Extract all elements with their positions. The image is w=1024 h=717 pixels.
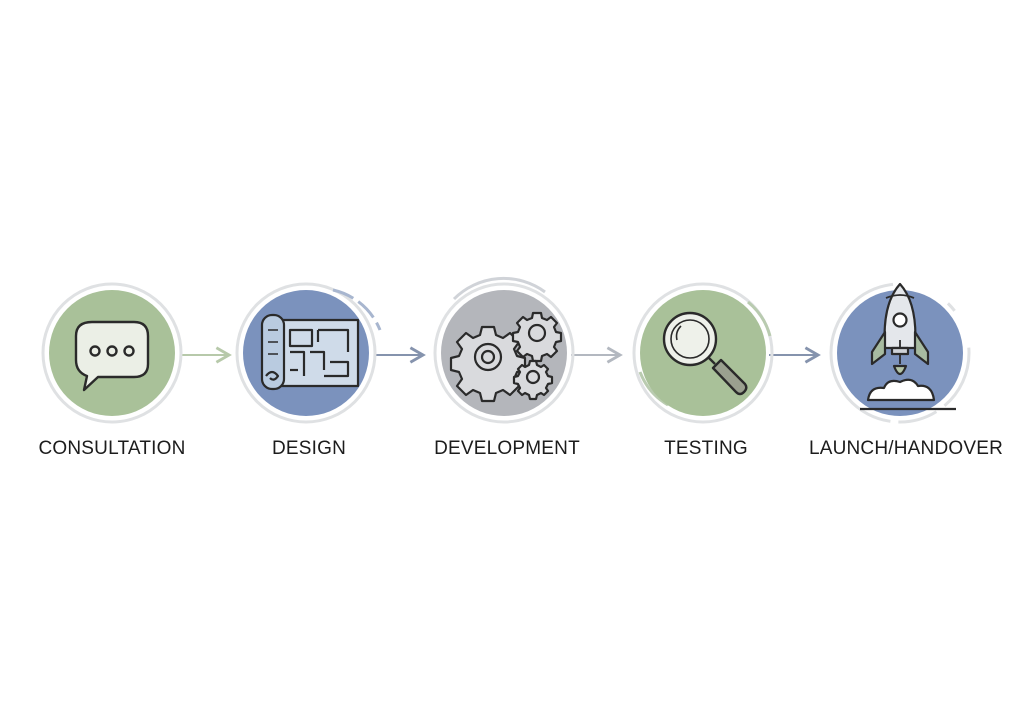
gears-icon bbox=[449, 311, 563, 403]
step-consultation bbox=[41, 282, 183, 424]
step-launch-handover bbox=[829, 282, 971, 424]
step-label-testing: TESTING bbox=[664, 438, 748, 459]
magnifier-icon bbox=[662, 311, 748, 396]
step-development bbox=[433, 276, 575, 424]
step-ring bbox=[41, 282, 183, 424]
ring-accent bbox=[452, 276, 546, 301]
ring-accent bbox=[332, 288, 382, 331]
step-label-design: DESIGN bbox=[271, 438, 347, 459]
step-ring bbox=[235, 282, 377, 424]
step-testing bbox=[632, 282, 774, 424]
step-label-launch-handover: LAUNCH/HANDOVER bbox=[808, 438, 1004, 459]
ring-accent bbox=[747, 300, 772, 337]
step-ring bbox=[829, 282, 971, 424]
step-label-development: DEVELOPMENT bbox=[434, 438, 580, 459]
step-design bbox=[235, 282, 382, 424]
step-label-consultation: CONSULTATION bbox=[38, 438, 186, 459]
step-ring bbox=[433, 282, 575, 424]
speech-bubble-icon bbox=[74, 320, 150, 392]
rocket-icon bbox=[860, 282, 956, 411]
step-ring bbox=[632, 282, 774, 424]
blueprint-icon bbox=[260, 313, 360, 391]
